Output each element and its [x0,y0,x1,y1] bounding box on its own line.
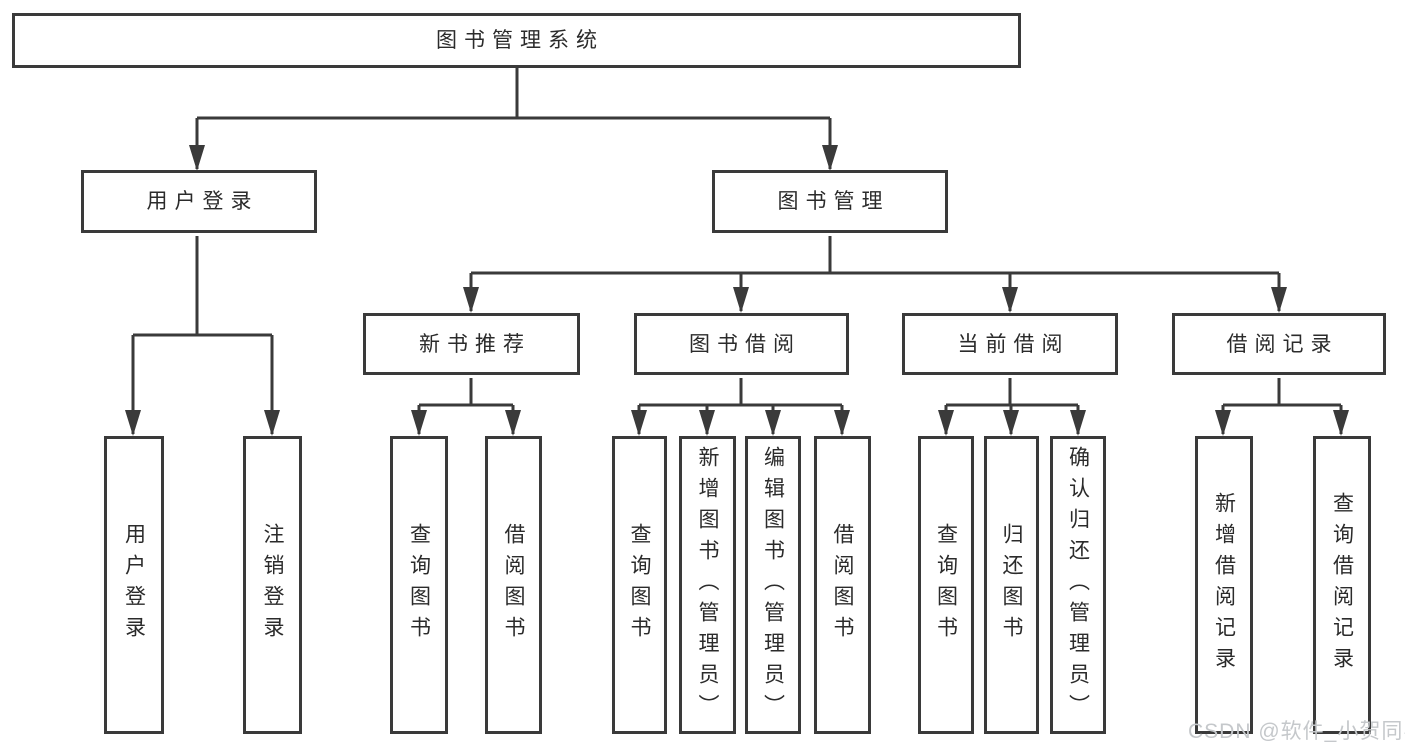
csdn-watermark: CSDN @软件_小贺同学 [1188,720,1405,743]
leaf-query-books-current: 查询图书 [918,436,974,734]
leaf-confirm-return-admin: 确认归还（管理员） [1050,436,1106,734]
node-current-borrowing: 当前借阅 [902,313,1118,375]
node-book-borrowing-label: 图书借阅 [689,332,801,356]
node-root-label: 图书管理系统 [436,29,604,52]
leaf-confirm-return-admin-label: 确认归还（管理员） [1066,445,1090,725]
node-root-library-system: 图书管理系统 [12,13,1021,68]
leaf-query-books-current-label: 查询图书 [934,523,958,647]
leaf-borrow-books-recommend: 借阅图书 [485,436,542,734]
leaf-add-borrow-record: 新增借阅记录 [1195,436,1253,734]
leaf-query-books-recommend-label: 查询图书 [407,523,431,647]
leaf-return-book-label: 归还图书 [1000,523,1023,647]
node-book-management-label: 图书管理 [777,190,890,213]
leaf-logout: 注销登录 [243,436,302,734]
leaf-borrow-books-recommend-label: 借阅图书 [502,523,525,647]
leaf-user-login-label: 用户登录 [122,523,146,647]
leaf-logout-label: 注销登录 [261,523,284,647]
leaf-add-book-admin: 新增图书（管理员） [679,436,736,734]
node-current-borrowing-label: 当前借阅 [957,332,1070,356]
node-book-management: 图书管理 [712,170,948,233]
node-user-login: 用户登录 [81,170,317,233]
leaf-query-borrow-record-label: 查询借阅记录 [1330,492,1354,678]
leaf-query-books-borrowing: 查询图书 [612,436,667,734]
leaf-add-book-admin-label: 新增图书（管理员） [696,445,719,725]
leaf-user-login: 用户登录 [104,436,164,734]
node-user-login-label: 用户登录 [146,190,259,213]
node-borrowing-records: 借阅记录 [1172,313,1386,375]
leaf-edit-book-admin-label: 编辑图书（管理员） [761,445,785,725]
leaf-query-borrow-record: 查询借阅记录 [1313,436,1371,734]
node-borrowing-records-label: 借阅记录 [1226,332,1339,356]
leaf-borrow-book-label: 借阅图书 [831,523,854,647]
node-book-borrowing: 图书借阅 [634,313,849,375]
leaf-query-books-borrowing-label: 查询图书 [628,523,651,647]
leaf-return-book: 归还图书 [984,436,1039,734]
node-new-book-recommend: 新书推荐 [363,313,580,375]
leaf-query-books-recommend: 查询图书 [390,436,448,734]
leaf-borrow-book: 借阅图书 [814,436,871,734]
leaf-add-borrow-record-label: 新增借阅记录 [1212,492,1236,678]
leaf-edit-book-admin: 编辑图书（管理员） [745,436,801,734]
node-new-book-recommend-label: 新书推荐 [419,332,531,356]
